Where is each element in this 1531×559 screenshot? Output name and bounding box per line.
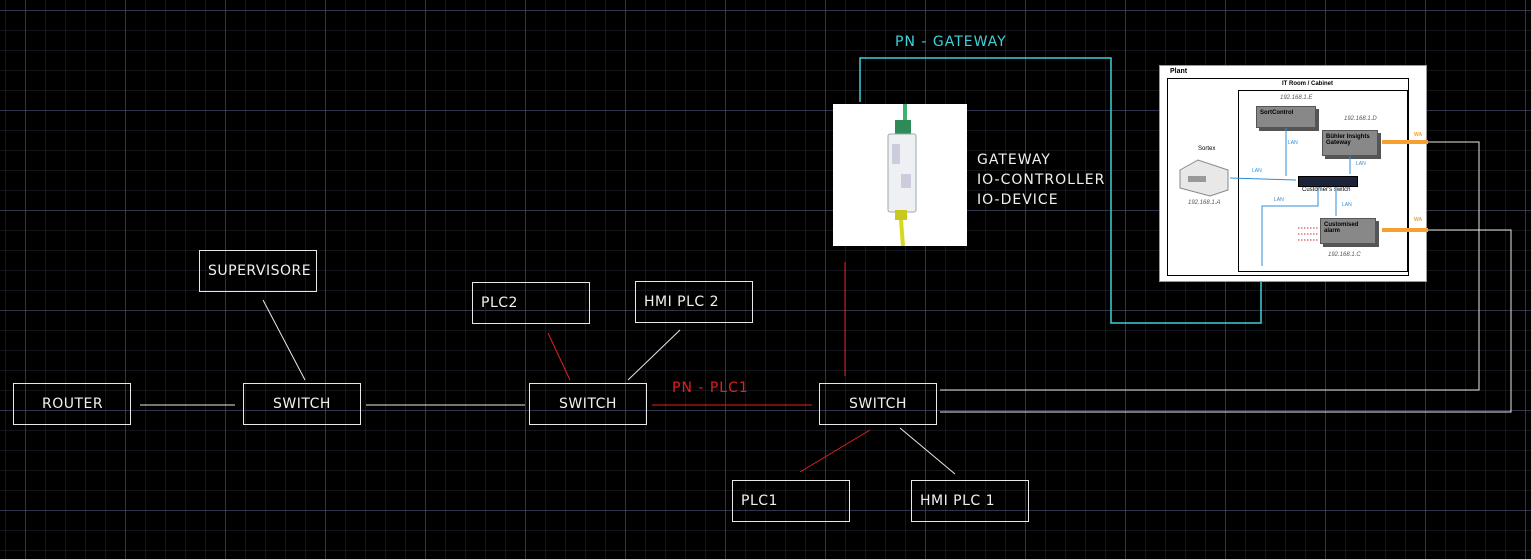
ip-sortex: 192.168.1.A (1188, 200, 1221, 206)
hmi-plc1-node[interactable]: HMI PLC 1 (911, 480, 1029, 522)
wan-label-2: WA (1414, 217, 1423, 223)
hmi-plc2-node[interactable]: HMI PLC 2 (635, 281, 753, 323)
link-switch3-plant-wan1 (940, 141, 1480, 391)
sortex-label: Sortex (1198, 146, 1216, 152)
link-supervisore-switch1 (262, 299, 306, 381)
link-switch3-plant-wan2 (940, 229, 1512, 413)
link-plc2-switch2 (547, 332, 571, 381)
lan-label-4: LAN (1274, 197, 1284, 203)
gateway-role-label: GATEWAY (977, 152, 1051, 168)
switch-node-1[interactable]: SWITCH (243, 383, 361, 425)
buhler-gateway-device: Bühler Insights Gateway (1322, 130, 1378, 156)
plant-diagram[interactable]: Plant IT Room / Cabinet 192.168.1.E Sort… (1159, 65, 1428, 282)
switch-node-3[interactable]: SWITCH (819, 383, 937, 425)
customised-alarm-device: Customised alarm (1320, 218, 1376, 244)
link-plc1-switch3 (799, 429, 871, 473)
plc1-node[interactable]: PLC1 (732, 480, 850, 522)
lan-label-1: LAN (1288, 140, 1298, 146)
lan-label-2: LAN (1356, 161, 1366, 167)
io-device-role-label: IO-DEVICE (977, 192, 1059, 208)
pn-gateway-label: PN - GATEWAY (895, 34, 1007, 50)
customers-switch-label: Customer's switch (1302, 187, 1351, 193)
lan-label-3: LAN (1252, 168, 1262, 174)
it-room-title: IT Room / Cabinet (1282, 81, 1333, 87)
plant-links (1229, 128, 1428, 266)
gateway-roles: GATEWAY IO-CONTROLLER IO-DEVICE (977, 150, 1105, 210)
plant-title: Plant (1170, 68, 1188, 75)
plant-frame (1167, 78, 1409, 276)
wan-label-1: WA (1414, 132, 1423, 138)
pn-plc1-label: PN - PLC1 (672, 380, 749, 396)
link-pn-gateway (859, 57, 1262, 324)
lan-label-5: LAN (1342, 202, 1352, 208)
ip-sortcontrol: 192.168.1.E (1280, 95, 1313, 101)
link-hmi2-switch2 (627, 329, 681, 381)
gateway-device-photo[interactable] (833, 104, 967, 247)
switch-node-2[interactable]: SWITCH (529, 383, 647, 425)
link-hmi1-switch3 (899, 427, 956, 475)
router-node[interactable]: ROUTER (13, 383, 131, 425)
it-room-frame (1238, 90, 1408, 272)
supervisore-node[interactable]: SUPERVISORE (199, 250, 317, 292)
io-controller-role-label: IO-CONTROLLER (977, 172, 1106, 188)
plc2-node[interactable]: PLC2 (472, 282, 590, 324)
sortcontrol-device: SortControl (1256, 106, 1316, 128)
customers-switch-icon (1298, 176, 1358, 187)
ip-alarm: 192.168.1.C (1328, 252, 1361, 258)
gateway-device-icon (887, 104, 917, 247)
ip-buhler: 192.168.1.D (1344, 116, 1377, 122)
sortex-machine-icon (1179, 159, 1229, 197)
